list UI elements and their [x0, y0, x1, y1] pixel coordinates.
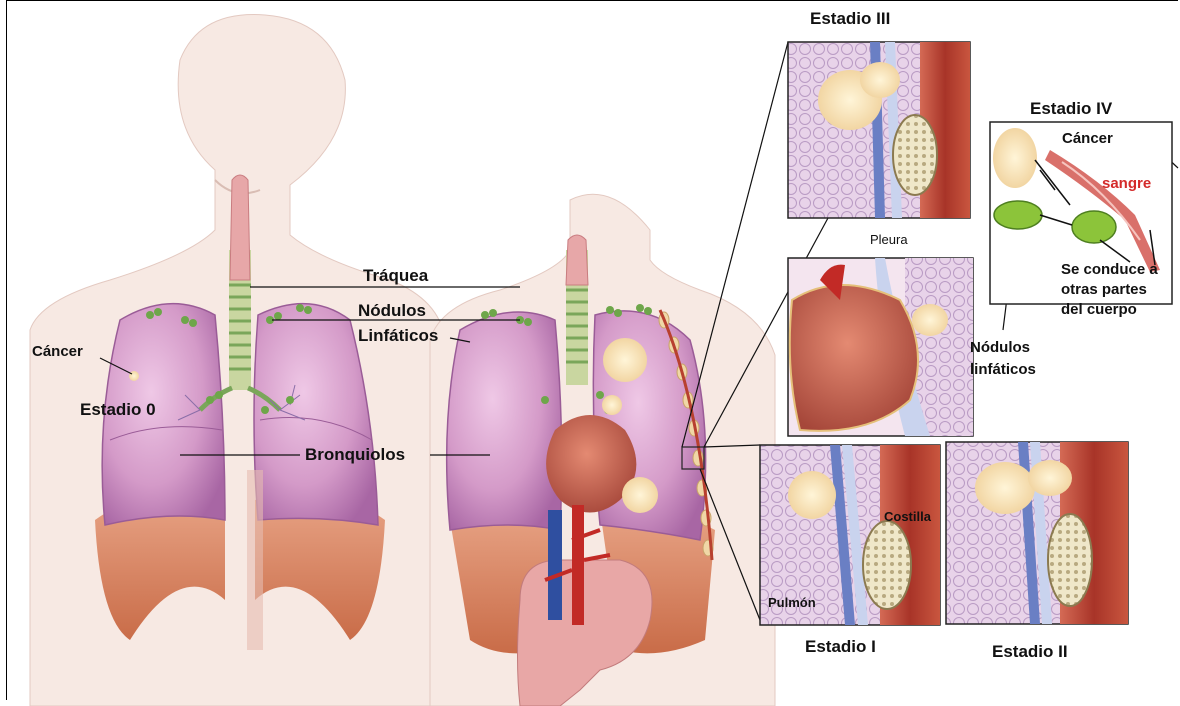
label-costilla: Costilla: [884, 510, 931, 523]
pleura-heart-panel: [788, 258, 973, 436]
label-estadio-i: Estadio I: [805, 638, 876, 655]
label-pulmon: Pulmón: [768, 596, 816, 609]
stage-ii-panel: [946, 442, 1128, 624]
label-se-conduce-1: Se conduce a: [1061, 262, 1158, 277]
label-cancer-left: Cáncer: [32, 344, 83, 359]
label-nodulos-linf-2: linfáticos: [970, 362, 1036, 377]
label-estadio-iv: Estadio IV: [1030, 100, 1112, 117]
label-pleura: Pleura: [870, 233, 908, 246]
label-nodulos-linf-1: Nódulos: [970, 340, 1030, 355]
label-estadio-ii: Estadio II: [992, 643, 1068, 660]
label-sangre: sangre: [1102, 176, 1151, 191]
label-estadio-iii: Estadio III: [810, 10, 890, 27]
label-se-conduce-3: del cuerpo: [1061, 302, 1137, 317]
label-se-conduce-2: otras partes: [1061, 282, 1147, 297]
label-nodulos: Nódulos: [358, 302, 426, 319]
stage-iii-panel: [788, 42, 970, 218]
label-traquea: Tráquea: [363, 267, 428, 284]
label-estadio-0: Estadio 0: [80, 401, 156, 418]
label-linfaticos: Linfáticos: [358, 327, 438, 344]
middle-torso: [430, 194, 775, 706]
label-cancer-iv: Cáncer: [1062, 131, 1113, 146]
label-bronquiolos: Bronquiolos: [305, 446, 405, 463]
left-torso: [30, 15, 445, 706]
